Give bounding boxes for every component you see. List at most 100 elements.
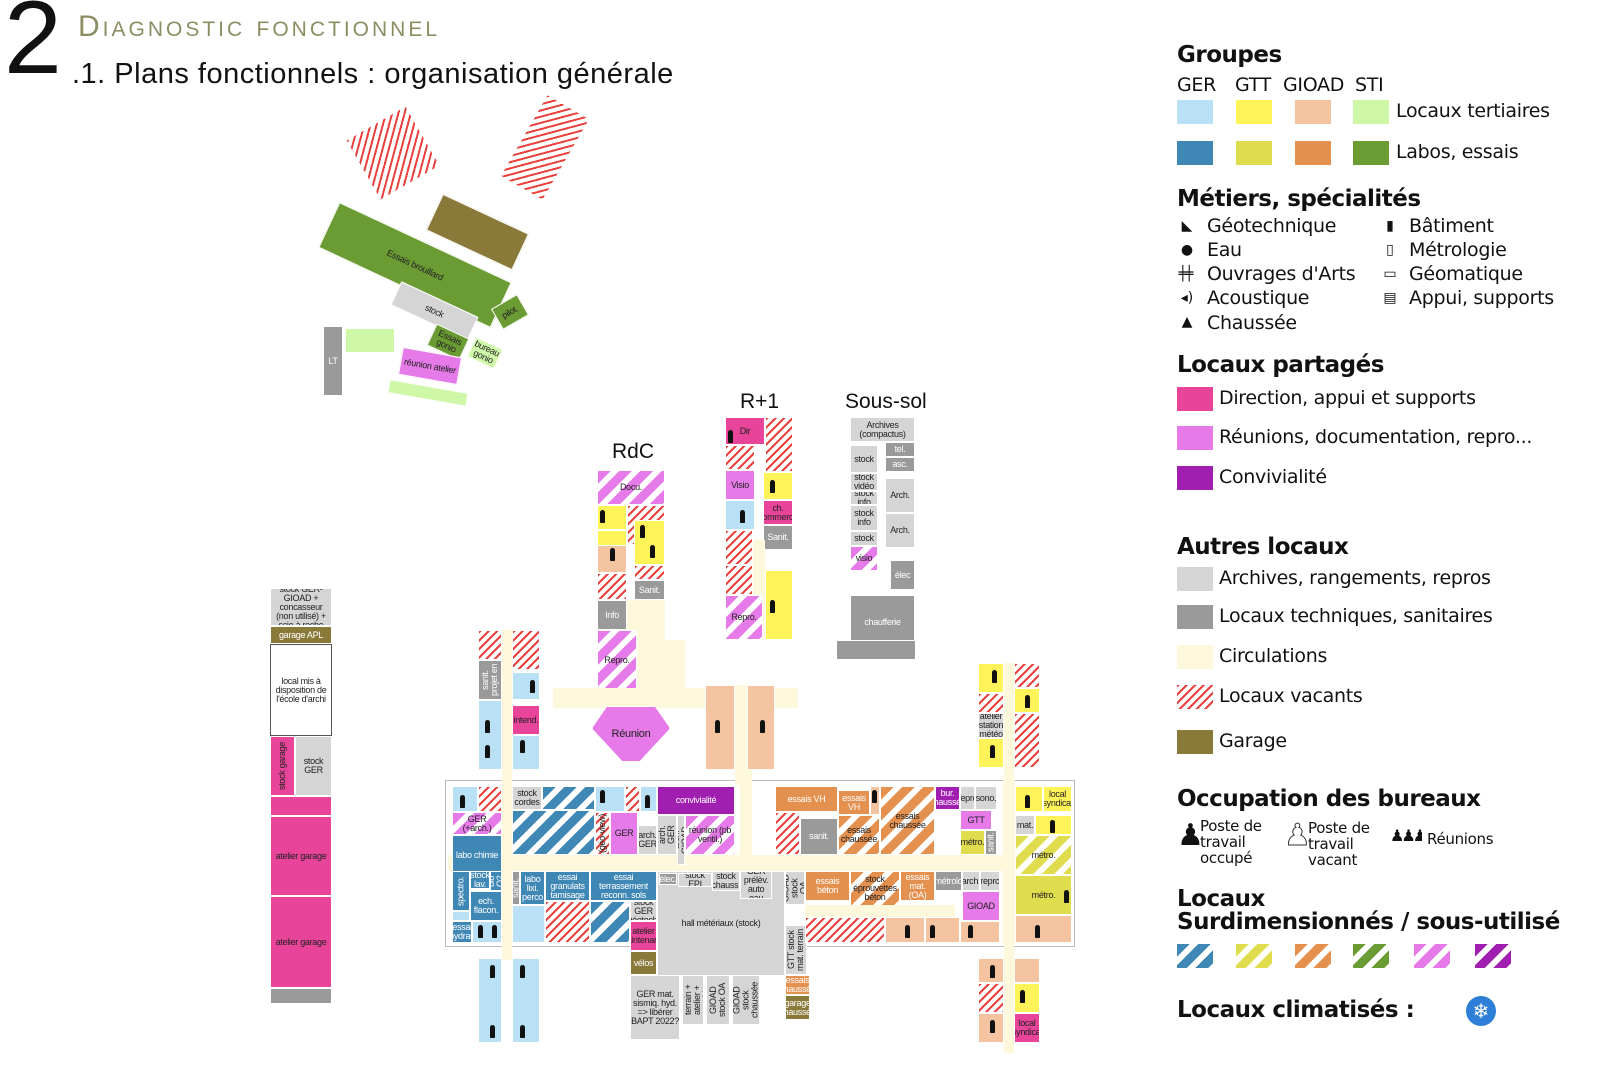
person-vacant-icon: ♟ [1284,818,1312,854]
room-repro-b: repro [980,871,1000,891]
swatch-surdim-reunions [1414,944,1450,968]
room-vac [625,786,640,812]
person-icon [905,925,910,938]
room-arch-gioad: arch. GIOAD [677,815,685,865]
swatch-garage [1177,730,1213,754]
air-conditioning-snowflake-icon: ❄ [1466,996,1496,1026]
room-garage-chaussee: garage chaussée [785,995,810,1020]
level-label-sous-sol: Sous-sol [845,390,927,413]
room-repro-rdc: Repro. [597,630,637,690]
swatch-surdim-convivialite [1475,944,1511,968]
room-stock-info2: stock info [850,505,878,531]
room-gl [478,700,502,770]
room-vac [478,786,502,812]
room-bio-o2: bio O2 [490,871,502,891]
room-ol [1015,915,1072,943]
room-metro1: métro. [960,830,985,855]
geotechnique-icon: ◣ [1181,218,1193,234]
room-ch-commerce: ch. commerce [763,500,793,525]
swatch-direction [1177,387,1213,411]
room-visio-r1: Visio [725,470,755,500]
legend-archives: Archives, rangements, repros [1219,567,1491,589]
swatch-convivialite [1177,466,1213,490]
swatch-sti-labo [1353,141,1389,165]
legend-col-sti: STI [1355,74,1384,96]
legend-surdim-title-2: Surdimensionnés / sous-utilisé [1177,909,1560,935]
room-reunion-rdc: Réunion [592,706,670,762]
room-atelier-garage1: atelier garage [270,816,332,896]
metrologie-icon: ▯ [1386,242,1394,258]
section-title: Diagnostic fonctionnel [78,10,441,43]
batiment-icon: ▮ [1386,218,1394,234]
legend-poste-vacant: Poste de travail vacant [1308,819,1370,869]
room-ol [1014,958,1040,983]
section-number: 2 [4,0,62,96]
room-circ [740,770,752,856]
room-gl [452,911,470,921]
room-vac [978,693,1004,713]
room-tech [836,640,916,660]
room-stock-cordes: stock cordes [512,786,542,810]
swatch-vacants [1177,685,1213,709]
swatch-techniques [1177,605,1213,629]
legend-autres-title: Autres locaux [1177,534,1349,560]
swatch-circulations [1177,645,1213,669]
appui-document-icon: ▤ [1383,290,1397,306]
room-elec: élec [890,560,915,590]
person-icon [930,925,935,938]
meeting-icon: ♟♟♟ [1390,826,1422,845]
legend-vacants: Locaux vacants [1219,685,1363,707]
room-vac [725,530,753,565]
room-gioad-reu: GIOAD [962,891,1000,921]
room-essais-vh2: essais VH [838,790,870,815]
legend-garage: Garage [1219,730,1287,752]
swatch-surdim-ger [1177,944,1213,968]
room-sono: sono. [975,786,997,810]
swatch-sti-tertiaire [1353,100,1389,124]
person-icon [485,720,490,733]
room-dir [270,796,332,816]
swatch-surdim-sti [1353,944,1389,968]
room-gl [452,786,478,812]
room-tl [765,570,793,640]
room-circ [502,630,512,960]
swatch-reunions [1177,426,1213,450]
legend-techniques: Locaux techniques, sanitaires [1219,605,1493,627]
legend-occupation-title: Occupation des bureaux [1177,786,1481,812]
legend-partages-title: Locaux partagés [1177,352,1384,378]
room-stock-ger-geotech: stock GER géotech. [630,901,657,921]
room-circ [1003,780,1015,945]
legend-direction: Direction, appui et supports [1219,387,1476,409]
room-tl [763,472,793,500]
room-circ [665,640,685,700]
room-essai-terrassement: essai terrassement reconn. sols [590,871,657,901]
legend-metrologie: Métrologie [1409,239,1507,261]
legend-col-gioad: GIOAD [1283,74,1345,96]
room-stock-ss: stock [850,445,878,473]
room-arch-ger2: arch. GER [657,815,677,855]
room-local-syndical2: local syndical [1014,1013,1040,1043]
room-vac [725,565,753,595]
legend-convivialite: Convivialité [1219,466,1327,488]
person-icon [478,925,483,938]
legend-acoustique: Acoustique [1207,287,1310,309]
room-stock-chauss: stock chauss. [712,871,740,891]
room-docu: Docu. [597,470,665,505]
person-icon [520,1025,525,1038]
legend-geomatique: Géomatique [1409,263,1523,285]
room-local-syndical1: local syndical [1043,786,1072,812]
room-sanit-r1: Sanit. [763,525,793,550]
legend-ouvrages: Ouvrages d'Arts [1207,263,1356,285]
person-icon [715,720,720,733]
geomatique-screen-icon: ▭ [1383,266,1397,282]
acoustique-speaker-icon: ◂) [1180,290,1194,306]
swatch-surdim-gtt [1236,944,1272,968]
room-gtt-stock-mat: GTT stock mat. terrain [785,925,807,975]
legend-reunions: Réunions, documentation, repro... [1219,426,1533,448]
room-circ [637,660,665,690]
room-vac [765,417,793,472]
room-tl [634,520,665,565]
legend-metiers-title: Métiers, spécialités [1177,186,1421,212]
person-icon [728,430,733,443]
